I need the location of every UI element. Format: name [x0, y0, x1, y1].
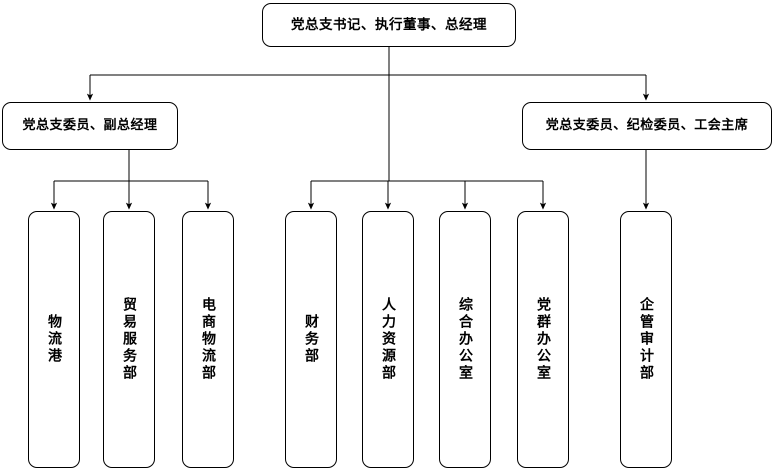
node-department-human-resources[interactable]: 人力资源部	[362, 211, 414, 468]
node-label: 人力资源部	[380, 297, 396, 382]
node-department-ecommerce-logistics[interactable]: 电商物流部	[182, 211, 234, 468]
node-department-logistics-port[interactable]: 物流港	[28, 211, 80, 468]
node-label: 财务部	[303, 314, 319, 365]
node-department-trade-service[interactable]: 贸易服务部	[103, 211, 155, 468]
node-party-secretary-director-gm[interactable]: 党总支书记、执行董事、总经理	[262, 3, 516, 47]
node-label: 综合办公室	[457, 297, 473, 382]
node-label: 党总支委员、纪检委员、工会主席	[545, 117, 749, 133]
node-label: 党总支委员、副总经理	[22, 117, 158, 133]
node-label: 党总支书记、执行董事、总经理	[291, 16, 487, 33]
node-label: 电商物流部	[200, 297, 216, 382]
node-committee-member-discipline-union-chair[interactable]: 党总支委员、纪检委员、工会主席	[522, 102, 772, 150]
node-label: 物流港	[46, 314, 62, 365]
node-department-party-mass-office[interactable]: 党群办公室	[517, 211, 569, 468]
node-label: 党群办公室	[535, 297, 551, 382]
node-department-general-office[interactable]: 综合办公室	[439, 211, 491, 468]
node-department-finance[interactable]: 财务部	[285, 211, 337, 468]
node-department-enterprise-management-audit[interactable]: 企管审计部	[620, 211, 672, 468]
node-label: 企管审计部	[638, 297, 654, 382]
node-label: 贸易服务部	[121, 297, 137, 382]
node-committee-member-deputy-gm[interactable]: 党总支委员、副总经理	[2, 102, 178, 150]
